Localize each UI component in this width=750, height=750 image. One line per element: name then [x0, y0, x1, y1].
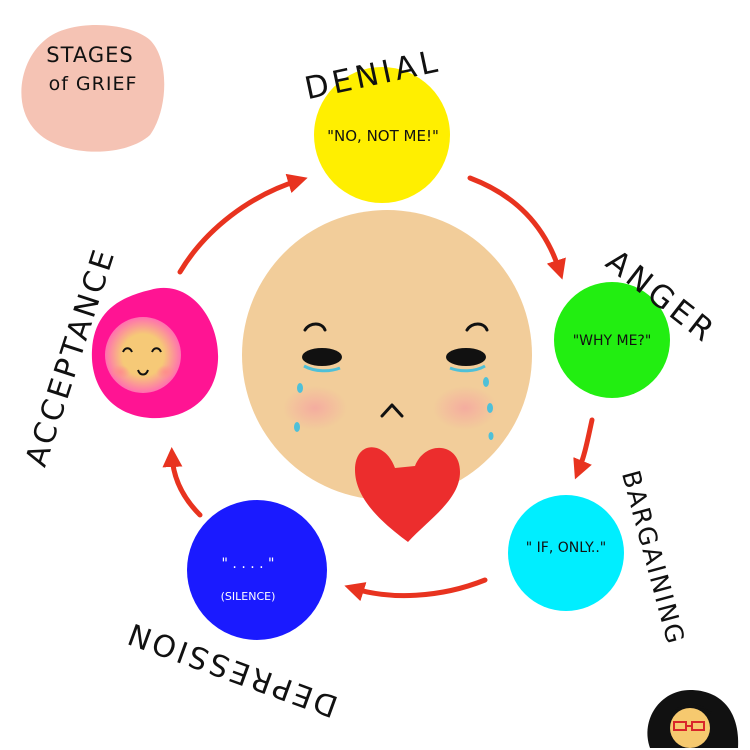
arrow-depression-to-acceptance	[162, 447, 203, 518]
left-blush	[283, 386, 347, 430]
depression-subquote: (SILENCE)	[221, 590, 276, 603]
denial-quote: "NO, NOT ME!"	[327, 127, 439, 145]
right-blush	[433, 386, 497, 430]
title-line1: STAGES	[46, 43, 133, 67]
arrow-acceptance-to-denial	[177, 173, 308, 275]
crying-face-icon	[242, 210, 532, 542]
bargaining-label: BARGAINING	[616, 467, 691, 648]
right-eye	[446, 348, 486, 366]
bargaining-circle	[508, 495, 624, 611]
left-brow	[303, 322, 327, 332]
bargaining-quote: " IF, ONLY.."	[526, 540, 606, 556]
title-badge: STAGES of GRIEF	[21, 24, 165, 152]
left-tear-line	[303, 364, 341, 373]
title-line2: of GRIEF	[49, 73, 138, 95]
title-blob	[21, 24, 165, 152]
right-brow	[465, 322, 489, 332]
anger-circle	[554, 282, 670, 398]
stage-depression: " . . . . " (SILENCE) DEPRESSION	[121, 500, 342, 723]
artist-avatar-icon	[647, 690, 739, 748]
cycle-arrows	[162, 173, 595, 602]
tear-drops	[294, 377, 494, 440]
heart-icon	[355, 447, 460, 542]
arrow-denial-to-anger	[467, 175, 566, 280]
smiling-face-icon	[105, 317, 181, 393]
depression-circle	[187, 500, 327, 640]
left-eye	[302, 348, 342, 366]
stage-denial: "NO, NOT ME!" DENIAL	[302, 43, 450, 203]
depression-quote: " . . . . "	[222, 556, 275, 572]
anger-quote: "WHY ME?"	[573, 333, 652, 349]
stage-anger: "WHY ME?" ANGER	[554, 243, 723, 398]
arrow-anger-to-bargaining	[573, 417, 595, 480]
denial-circle	[314, 67, 450, 203]
right-tear-line	[449, 364, 486, 373]
arrow-bargaining-to-depression	[344, 577, 488, 602]
nose	[380, 403, 404, 418]
stage-bargaining: " IF, ONLY.." BARGAINING	[508, 467, 690, 648]
stage-acceptance: ACCEPTANCE	[19, 243, 219, 471]
